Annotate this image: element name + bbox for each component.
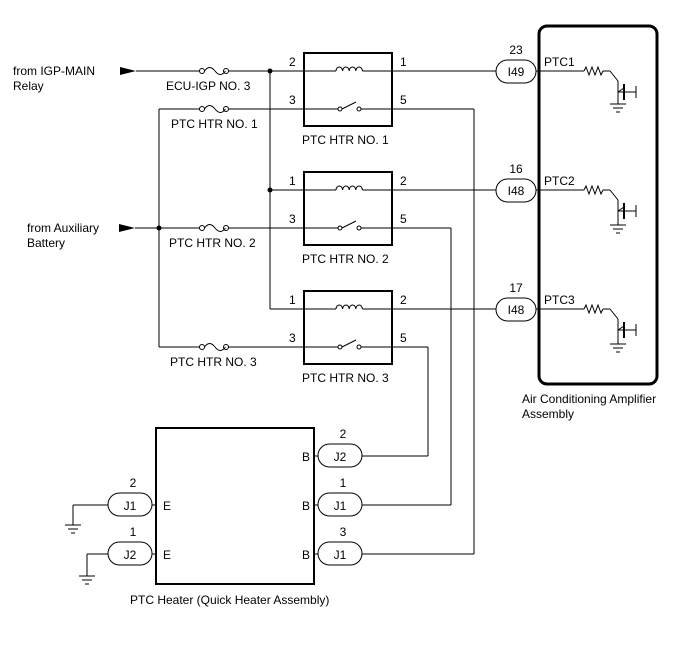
source-igp-main-line1: from IGP-MAIN xyxy=(13,64,95,78)
relay-3: 1 2 3 5 PTC HTR NO. 3 xyxy=(289,290,407,385)
relay-1-pin: 5 xyxy=(400,93,407,107)
fuse-ecu-igp-label: ECU-IGP NO. 3 xyxy=(166,79,251,93)
relay-3-pin: 2 xyxy=(400,293,407,307)
heater-term: B xyxy=(302,548,310,562)
connector-id: J1 xyxy=(334,499,347,513)
switch-icon xyxy=(341,101,357,110)
heater-term: E xyxy=(163,499,171,513)
arrow-icon xyxy=(119,224,135,232)
fuse-htr1: PTC HTR NO. 1 xyxy=(171,105,258,131)
pin-number: 23 xyxy=(509,43,523,57)
relay-3-pin: 3 xyxy=(289,331,296,345)
connector-id: J2 xyxy=(124,548,137,562)
amp-signal-ptc2: PTC2 xyxy=(544,174,575,188)
pin-number: 2 xyxy=(130,476,137,490)
pin-number: 3 xyxy=(340,525,347,539)
heater-term: E xyxy=(163,548,171,562)
amp-label-line2: Assembly xyxy=(522,407,574,421)
transistor-icon xyxy=(540,184,637,234)
source-igp-main-line2: Relay xyxy=(13,79,44,93)
relay-3-pin: 1 xyxy=(289,293,296,307)
relay-1-pin: 3 xyxy=(289,93,296,107)
relay-2-pin: 2 xyxy=(400,174,407,188)
ptc-heater: B B B E E PTC Heater (Quick Heater Assem… xyxy=(130,427,329,607)
connector-id: J2 xyxy=(334,450,347,464)
transistor-icon xyxy=(540,65,637,113)
connector-id: I49 xyxy=(508,65,525,79)
ground-icon xyxy=(65,524,81,534)
coil-icon xyxy=(335,185,363,191)
source-aux-line2: Battery xyxy=(27,236,65,250)
ac-amplifier: PTC1 PTC2 PTC3 xyxy=(522,24,659,421)
heater-connector-r1: J2 2 xyxy=(317,427,363,468)
coil-icon xyxy=(335,304,363,310)
fuse-htr2: PTC HTR NO. 2 xyxy=(169,224,256,250)
wires xyxy=(72,68,540,576)
connector-id: I48 xyxy=(508,184,525,198)
arrow-icon xyxy=(120,67,136,75)
relay-2-pin: 5 xyxy=(400,212,407,226)
pin-number: 1 xyxy=(340,476,347,490)
fuse-htr3: PTC HTR NO. 3 xyxy=(170,343,257,369)
relay-1: 2 1 3 5 PTC HTR NO. 1 xyxy=(289,52,407,147)
connector-id: J1 xyxy=(124,499,137,513)
amp-connector-ptc1: I49 23 xyxy=(495,43,537,84)
relay-2-label: PTC HTR NO. 2 xyxy=(302,252,389,266)
heater-term: B xyxy=(302,450,310,464)
heater-connector-l1: J1 2 xyxy=(107,476,153,517)
coil-icon xyxy=(335,66,363,72)
heater-term: B xyxy=(302,499,310,513)
relay-2: 1 2 3 5 PTC HTR NO. 2 xyxy=(289,171,407,266)
fuse-htr3-label: PTC HTR NO. 3 xyxy=(170,355,257,369)
amp-connector-ptc2: I48 16 xyxy=(495,162,537,203)
relay-1-pin: 2 xyxy=(289,55,296,69)
amp-label-line1: Air Conditioning Amplifier xyxy=(522,392,656,406)
source-aux-line1: from Auxiliary xyxy=(27,221,99,235)
relay-3-label: PTC HTR NO. 3 xyxy=(302,371,389,385)
relay-2-pin: 1 xyxy=(289,174,296,188)
relay-2-pin: 3 xyxy=(289,212,296,226)
heater-connector-l2: J2 1 xyxy=(107,525,153,566)
relay-1-pin: 1 xyxy=(400,55,407,69)
fuse-htr1-label: PTC HTR NO. 1 xyxy=(171,117,258,131)
pin-number: 17 xyxy=(509,281,523,295)
pin-number: 16 xyxy=(509,162,523,176)
pin-number: 1 xyxy=(130,525,137,539)
relay-3-pin: 5 xyxy=(400,331,407,345)
transistor-icon xyxy=(540,303,637,353)
ground-icon xyxy=(79,575,95,585)
amp-signal-ptc3: PTC3 xyxy=(544,293,575,307)
connector-id: J1 xyxy=(334,548,347,562)
relay-1-label: PTC HTR NO. 1 xyxy=(302,133,389,147)
pin-number: 2 xyxy=(340,427,347,441)
switch-icon xyxy=(341,220,357,229)
source-igp-main: from IGP-MAIN Relay xyxy=(13,64,136,93)
switch-icon xyxy=(341,339,357,348)
source-aux-battery: from Auxiliary Battery xyxy=(27,221,135,250)
fuse-htr2-label: PTC HTR NO. 2 xyxy=(169,236,256,250)
fuse-ecu-igp: ECU-IGP NO. 3 xyxy=(166,67,251,93)
heater-connector-r3: J1 3 xyxy=(317,525,363,566)
heater-connector-r2: J1 1 xyxy=(317,476,363,517)
amp-connector-ptc3: I48 17 xyxy=(495,281,537,322)
heater-label: PTC Heater (Quick Heater Assembly) xyxy=(130,593,329,607)
amp-signal-ptc1: PTC1 xyxy=(544,55,575,69)
connector-id: I48 xyxy=(508,303,525,317)
